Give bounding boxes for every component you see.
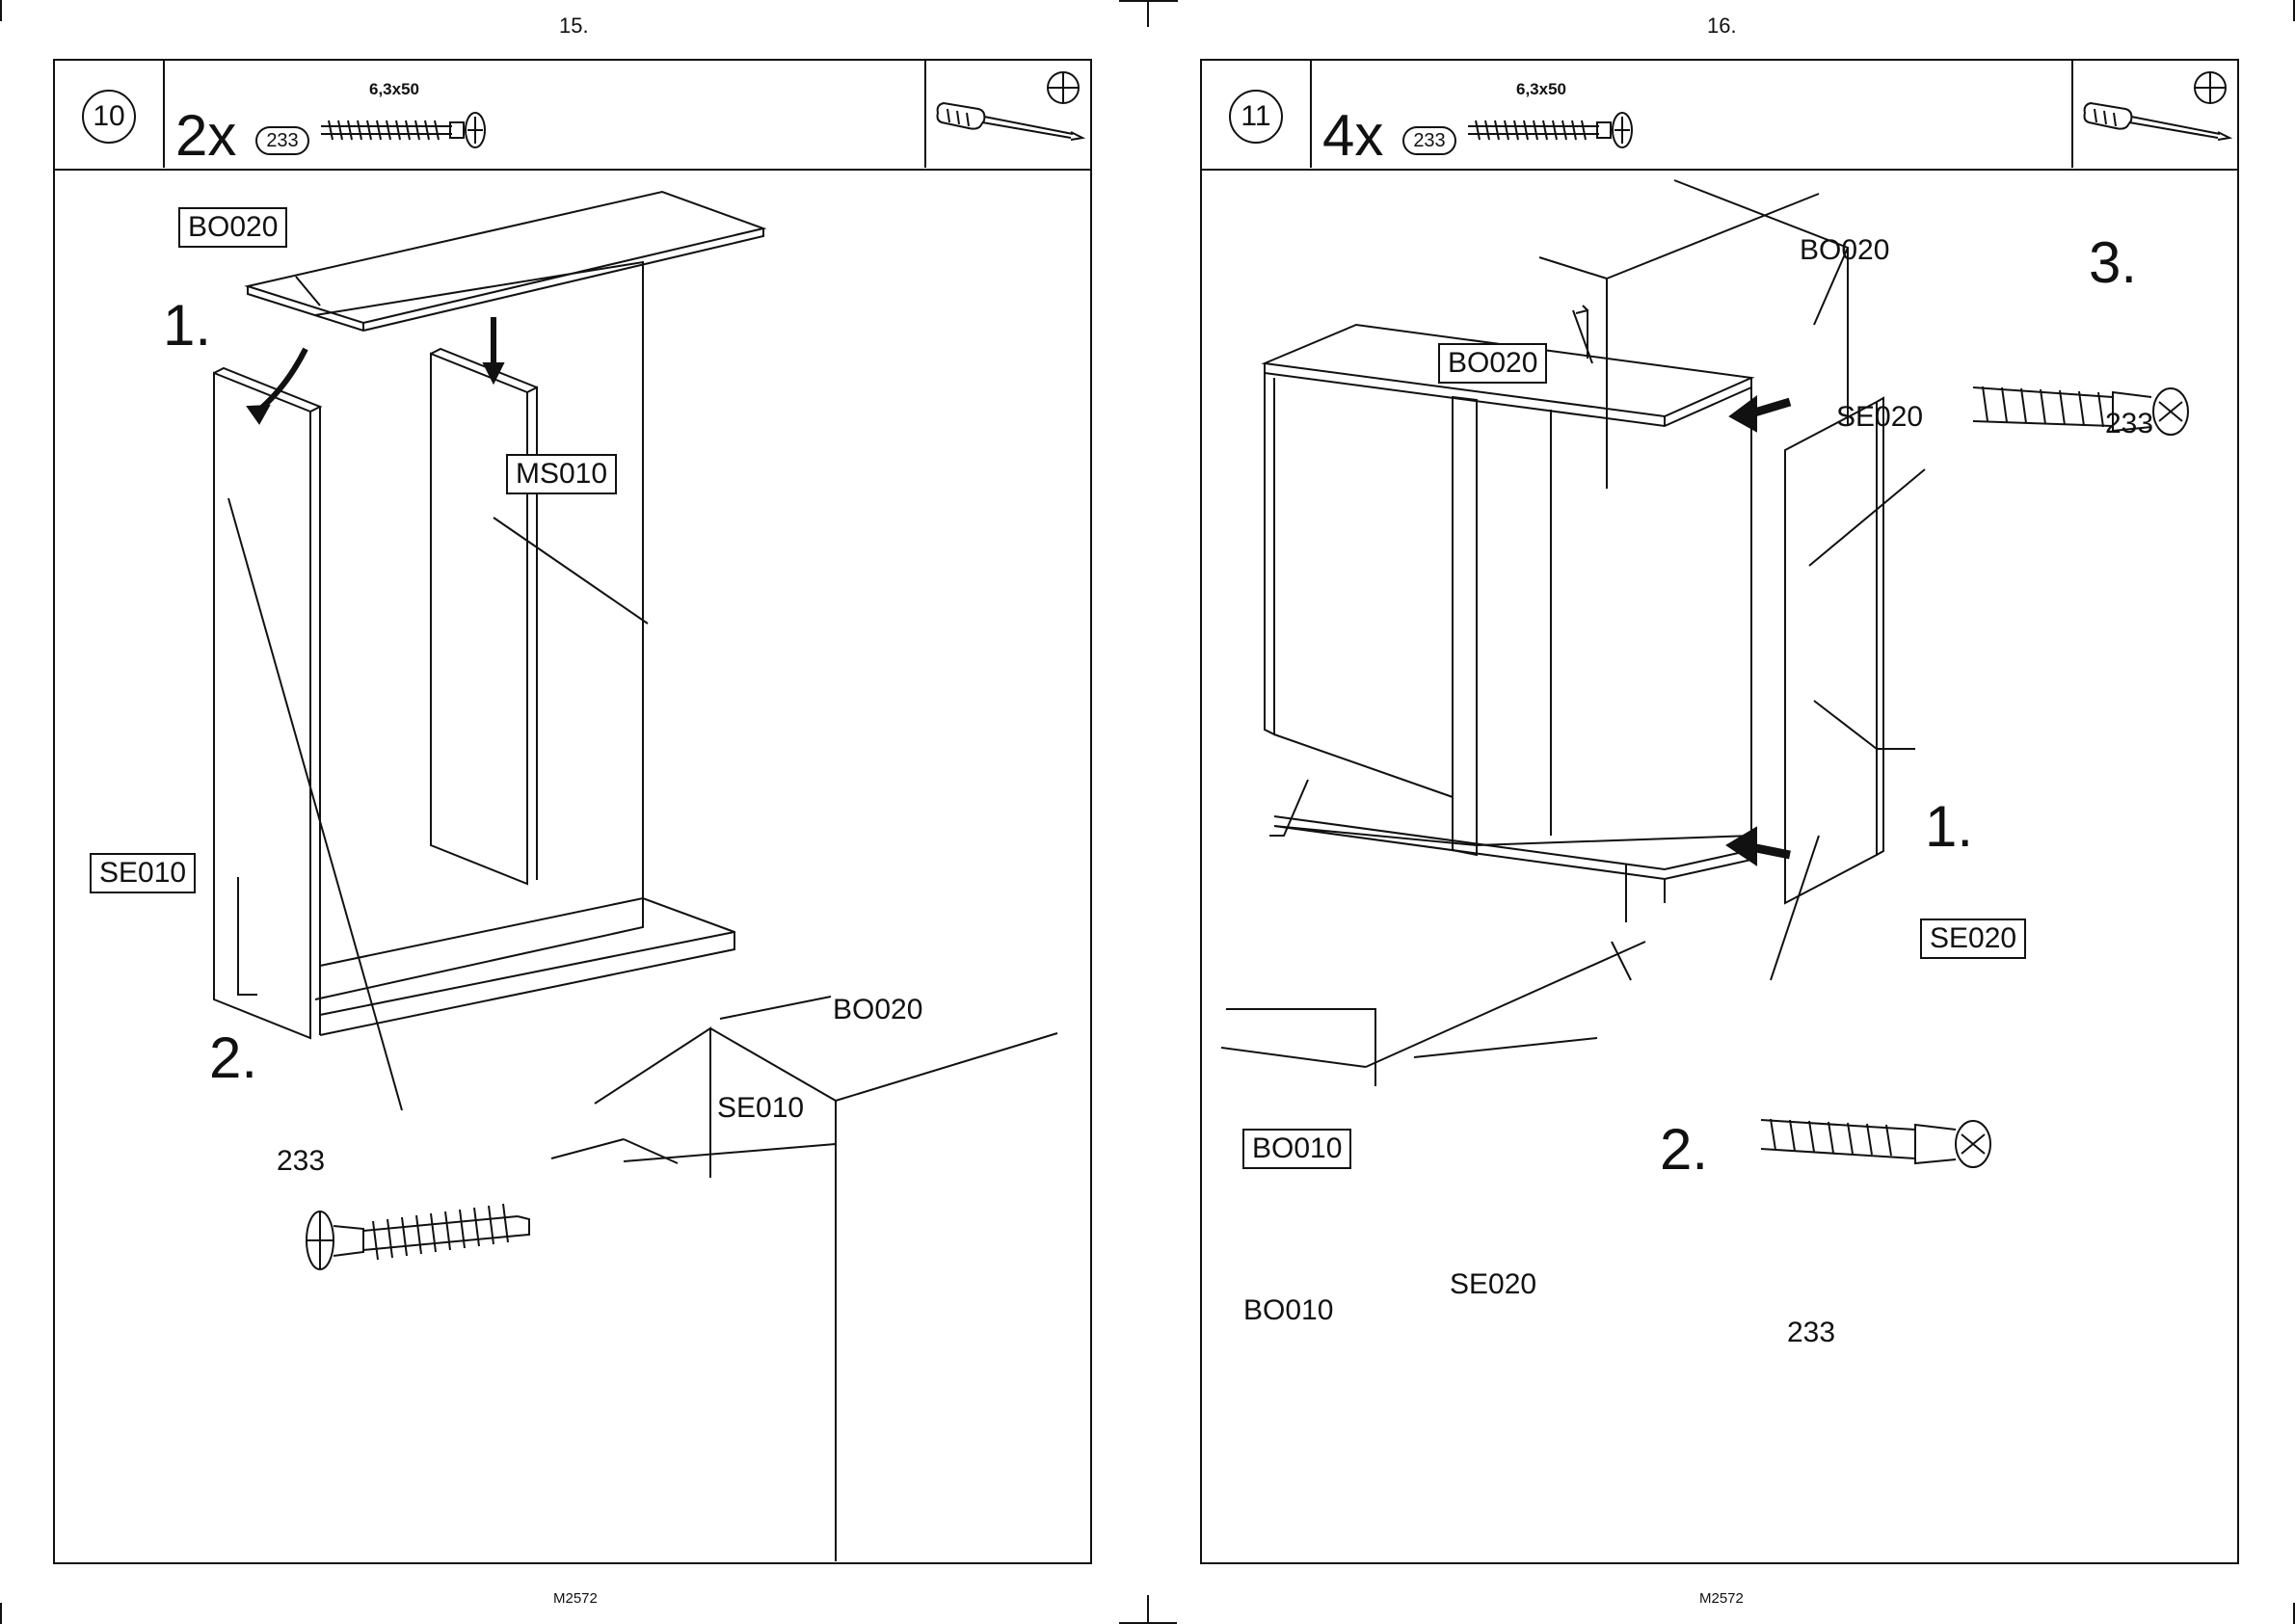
part-label: BO020 xyxy=(833,994,922,1026)
page-number: 16. xyxy=(1707,13,1737,39)
screw-icon xyxy=(1464,103,1638,157)
screw-size: 6,3x50 xyxy=(1516,80,1566,99)
crop-mark xyxy=(1149,0,1178,2)
step-1-label: 1. xyxy=(163,297,211,355)
screwdriver-icon xyxy=(2075,67,2234,163)
part-label: BO010 xyxy=(1242,1129,1351,1169)
assembly-drawing xyxy=(1202,171,2236,1561)
part-number-badge: 233 xyxy=(255,126,309,155)
step-number-cell: 10 xyxy=(55,61,165,168)
part-label: SE020 xyxy=(1836,401,1923,434)
part-label: BO020 xyxy=(178,207,287,248)
screw-size: 6,3x50 xyxy=(369,80,419,99)
tool-cell xyxy=(2071,61,2237,168)
screw-part-label: 233 xyxy=(1787,1317,1835,1349)
crop-mark xyxy=(0,0,2,21)
part-label: BO010 xyxy=(1243,1294,1333,1327)
step-header: 11 4x 233 6,3x50 xyxy=(1202,61,2237,171)
screw-part-label: 233 xyxy=(2105,408,2153,440)
screw-part-label: 233 xyxy=(277,1145,325,1178)
assembly-drawing xyxy=(55,171,1089,1561)
part-label: SE020 xyxy=(1450,1268,1536,1301)
part-label: BO020 xyxy=(1800,234,1889,267)
screw-quantity: 2x xyxy=(175,107,236,165)
crop-mark xyxy=(1147,1595,1149,1624)
part-label: MS010 xyxy=(506,454,617,494)
part-label: SE010 xyxy=(90,853,196,893)
step-3-label: 3. xyxy=(2089,234,2137,292)
part-label: SE020 xyxy=(1920,918,2026,959)
assembly-step-panel: 10 2x 233 6,3x50 xyxy=(53,59,1092,1564)
step-2-label: 2. xyxy=(1660,1121,1708,1179)
step-header: 10 2x 233 6,3x50 xyxy=(55,61,1090,171)
step-number: 10 xyxy=(82,90,136,144)
crop-mark xyxy=(0,1603,2,1624)
crop-mark xyxy=(1119,0,1148,2)
footer-code: M2572 xyxy=(1699,1590,1744,1607)
step-number: 11 xyxy=(1229,90,1283,144)
part-number-badge: 233 xyxy=(1402,126,1456,155)
screw-quantity: 4x xyxy=(1322,107,1383,165)
tool-cell xyxy=(924,61,1090,168)
screwdriver-icon xyxy=(928,67,1087,163)
step-2-label: 2. xyxy=(209,1029,257,1087)
screw-icon xyxy=(317,103,491,157)
step-number-cell: 11 xyxy=(1202,61,1312,168)
part-label: SE010 xyxy=(717,1092,804,1125)
crop-mark xyxy=(1147,0,1149,27)
step-1-label: 1. xyxy=(1925,798,1973,856)
assembly-step-panel: 11 4x 233 6,3x50 xyxy=(1200,59,2239,1564)
page-number: 15. xyxy=(559,13,589,39)
part-label: BO020 xyxy=(1438,343,1547,384)
footer-code: M2572 xyxy=(553,1590,598,1607)
